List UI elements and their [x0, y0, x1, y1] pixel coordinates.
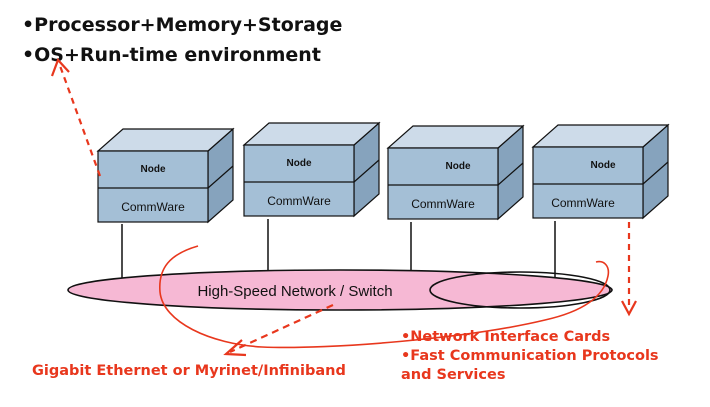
- commware-label: CommWare: [411, 197, 475, 211]
- node-box-4-front: [532, 146, 644, 219]
- annotation-arrow-to-bullets: [57, 62, 102, 177]
- node-box-2-side-divider: [353, 159, 380, 183]
- annotation-arrowhead-to-bullets: [50, 57, 70, 77]
- node-box-3-side-divider: [497, 162, 524, 186]
- node-label: Node: [591, 160, 616, 171]
- network-label: High-Speed Network / Switch: [197, 283, 392, 300]
- node-box-4: Node CommWare: [531, 123, 670, 220]
- annotation-arrow-to-gigabit: [229, 303, 334, 354]
- node-box-2: Node CommWare: [242, 121, 381, 218]
- node-label: Node: [446, 161, 471, 172]
- annotation-protocols-line1: •Fast Communication Protocols: [401, 348, 659, 364]
- node-box-2-front: [243, 144, 355, 217]
- node-label: Node: [141, 164, 166, 175]
- annotation-arrowhead-down: [621, 300, 637, 317]
- network-ellipse: [67, 269, 613, 311]
- bullet-os: •OS+Run-time environment: [22, 44, 321, 66]
- switch-ellipse: [429, 271, 611, 309]
- node-box-1: Node CommWare: [96, 127, 235, 224]
- annotation-nic: •Network Interface Cards: [401, 329, 611, 345]
- node-label: Node: [287, 158, 312, 169]
- node-box-4-side-divider: [642, 161, 669, 185]
- commware-label: CommWare: [121, 200, 185, 214]
- node-box-3-front: [387, 147, 499, 220]
- annotation-gigabit: Gigabit Ethernet or Myrinet/Infiniband: [32, 363, 346, 379]
- node-box-1-side-divider: [207, 165, 234, 189]
- node-box-3: Node CommWare: [386, 124, 525, 221]
- commware-label: CommWare: [267, 194, 331, 208]
- commware-label: CommWare: [551, 196, 615, 210]
- annotation-protocols-line2: and Services: [401, 367, 506, 383]
- bullet-processor: •Processor+Memory+Storage: [22, 14, 343, 36]
- node-box-1-front: [97, 150, 209, 223]
- annotation-scribble: [159, 245, 610, 349]
